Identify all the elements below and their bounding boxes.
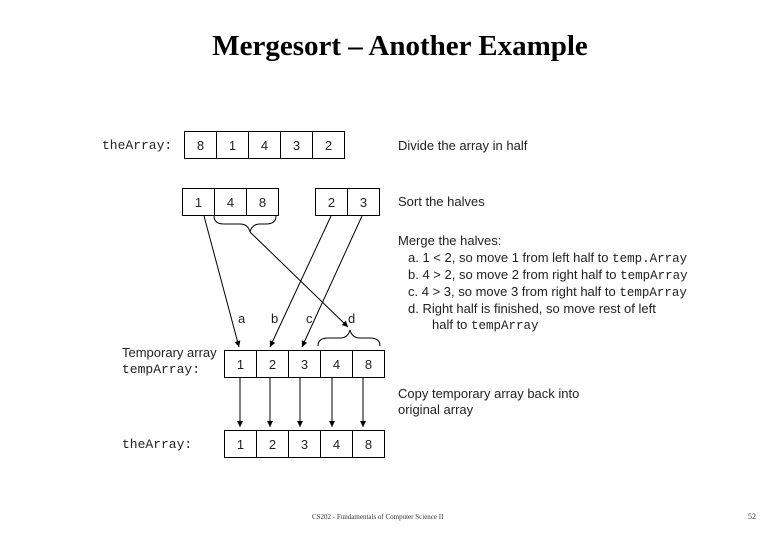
step-merge-heading: Merge the halves: xyxy=(398,233,502,248)
page-number: 52 xyxy=(748,512,756,521)
original-array: 8 1 4 3 2 xyxy=(184,131,345,159)
code-text: tempArray xyxy=(620,269,688,283)
array-cell: 8 xyxy=(352,430,385,458)
step-merge-b: b. 4 > 2, so move 2 from right half to t… xyxy=(408,267,688,283)
step-merge-d2: half to tempArray xyxy=(432,317,539,333)
step-merge-a: a. 1 < 2, so move 1 from left half to te… xyxy=(408,250,688,266)
final-array: 1 2 3 4 8 xyxy=(224,430,385,458)
code-text: temp.Array xyxy=(612,252,688,266)
arrow-letter-b: b xyxy=(271,311,279,326)
step-merge-d1: d. Right half is finished, so move rest … xyxy=(408,301,656,316)
array-cell: 8 xyxy=(352,350,385,378)
arrow-letter-d: d xyxy=(348,311,356,326)
arrow-letter-a: a xyxy=(238,311,246,326)
temp-array-label: tempArray: xyxy=(122,362,201,377)
step-merge-c: c. 4 > 3, so move 3 from right half to t… xyxy=(408,284,687,300)
arrow-a xyxy=(203,215,241,348)
left-half-array: 1 4 8 xyxy=(182,188,279,216)
arrow-c xyxy=(301,215,363,348)
step-sort: Sort the halves xyxy=(398,194,485,209)
code-text: tempArray xyxy=(471,319,539,333)
left-half-brace xyxy=(213,215,277,233)
arrow-d xyxy=(249,231,349,328)
array-cell: 3 xyxy=(347,188,380,216)
temp-array: 1 2 3 4 8 xyxy=(224,350,385,378)
the-array-label-bottom: theArray: xyxy=(122,437,193,452)
slide-footer: CS202 - Fundamentals of Computer Science… xyxy=(312,513,444,521)
array-cell: 8 xyxy=(246,188,279,216)
step-copy-line2: original array xyxy=(398,402,474,417)
right-half-array: 2 3 xyxy=(315,188,380,216)
step-copy-line1: Copy temporary array back into xyxy=(398,386,580,401)
step-divide: Divide the array in half xyxy=(398,138,528,153)
array-cell: 2 xyxy=(312,131,345,159)
slide-title: Mergesort – Another Example xyxy=(212,30,588,62)
temp-brace xyxy=(317,329,381,347)
code-text: tempArray xyxy=(619,286,687,300)
arrow-letter-c: c xyxy=(306,311,313,326)
temporary-array-label: Temporary array xyxy=(122,345,217,360)
the-array-label-top: theArray: xyxy=(102,138,173,153)
